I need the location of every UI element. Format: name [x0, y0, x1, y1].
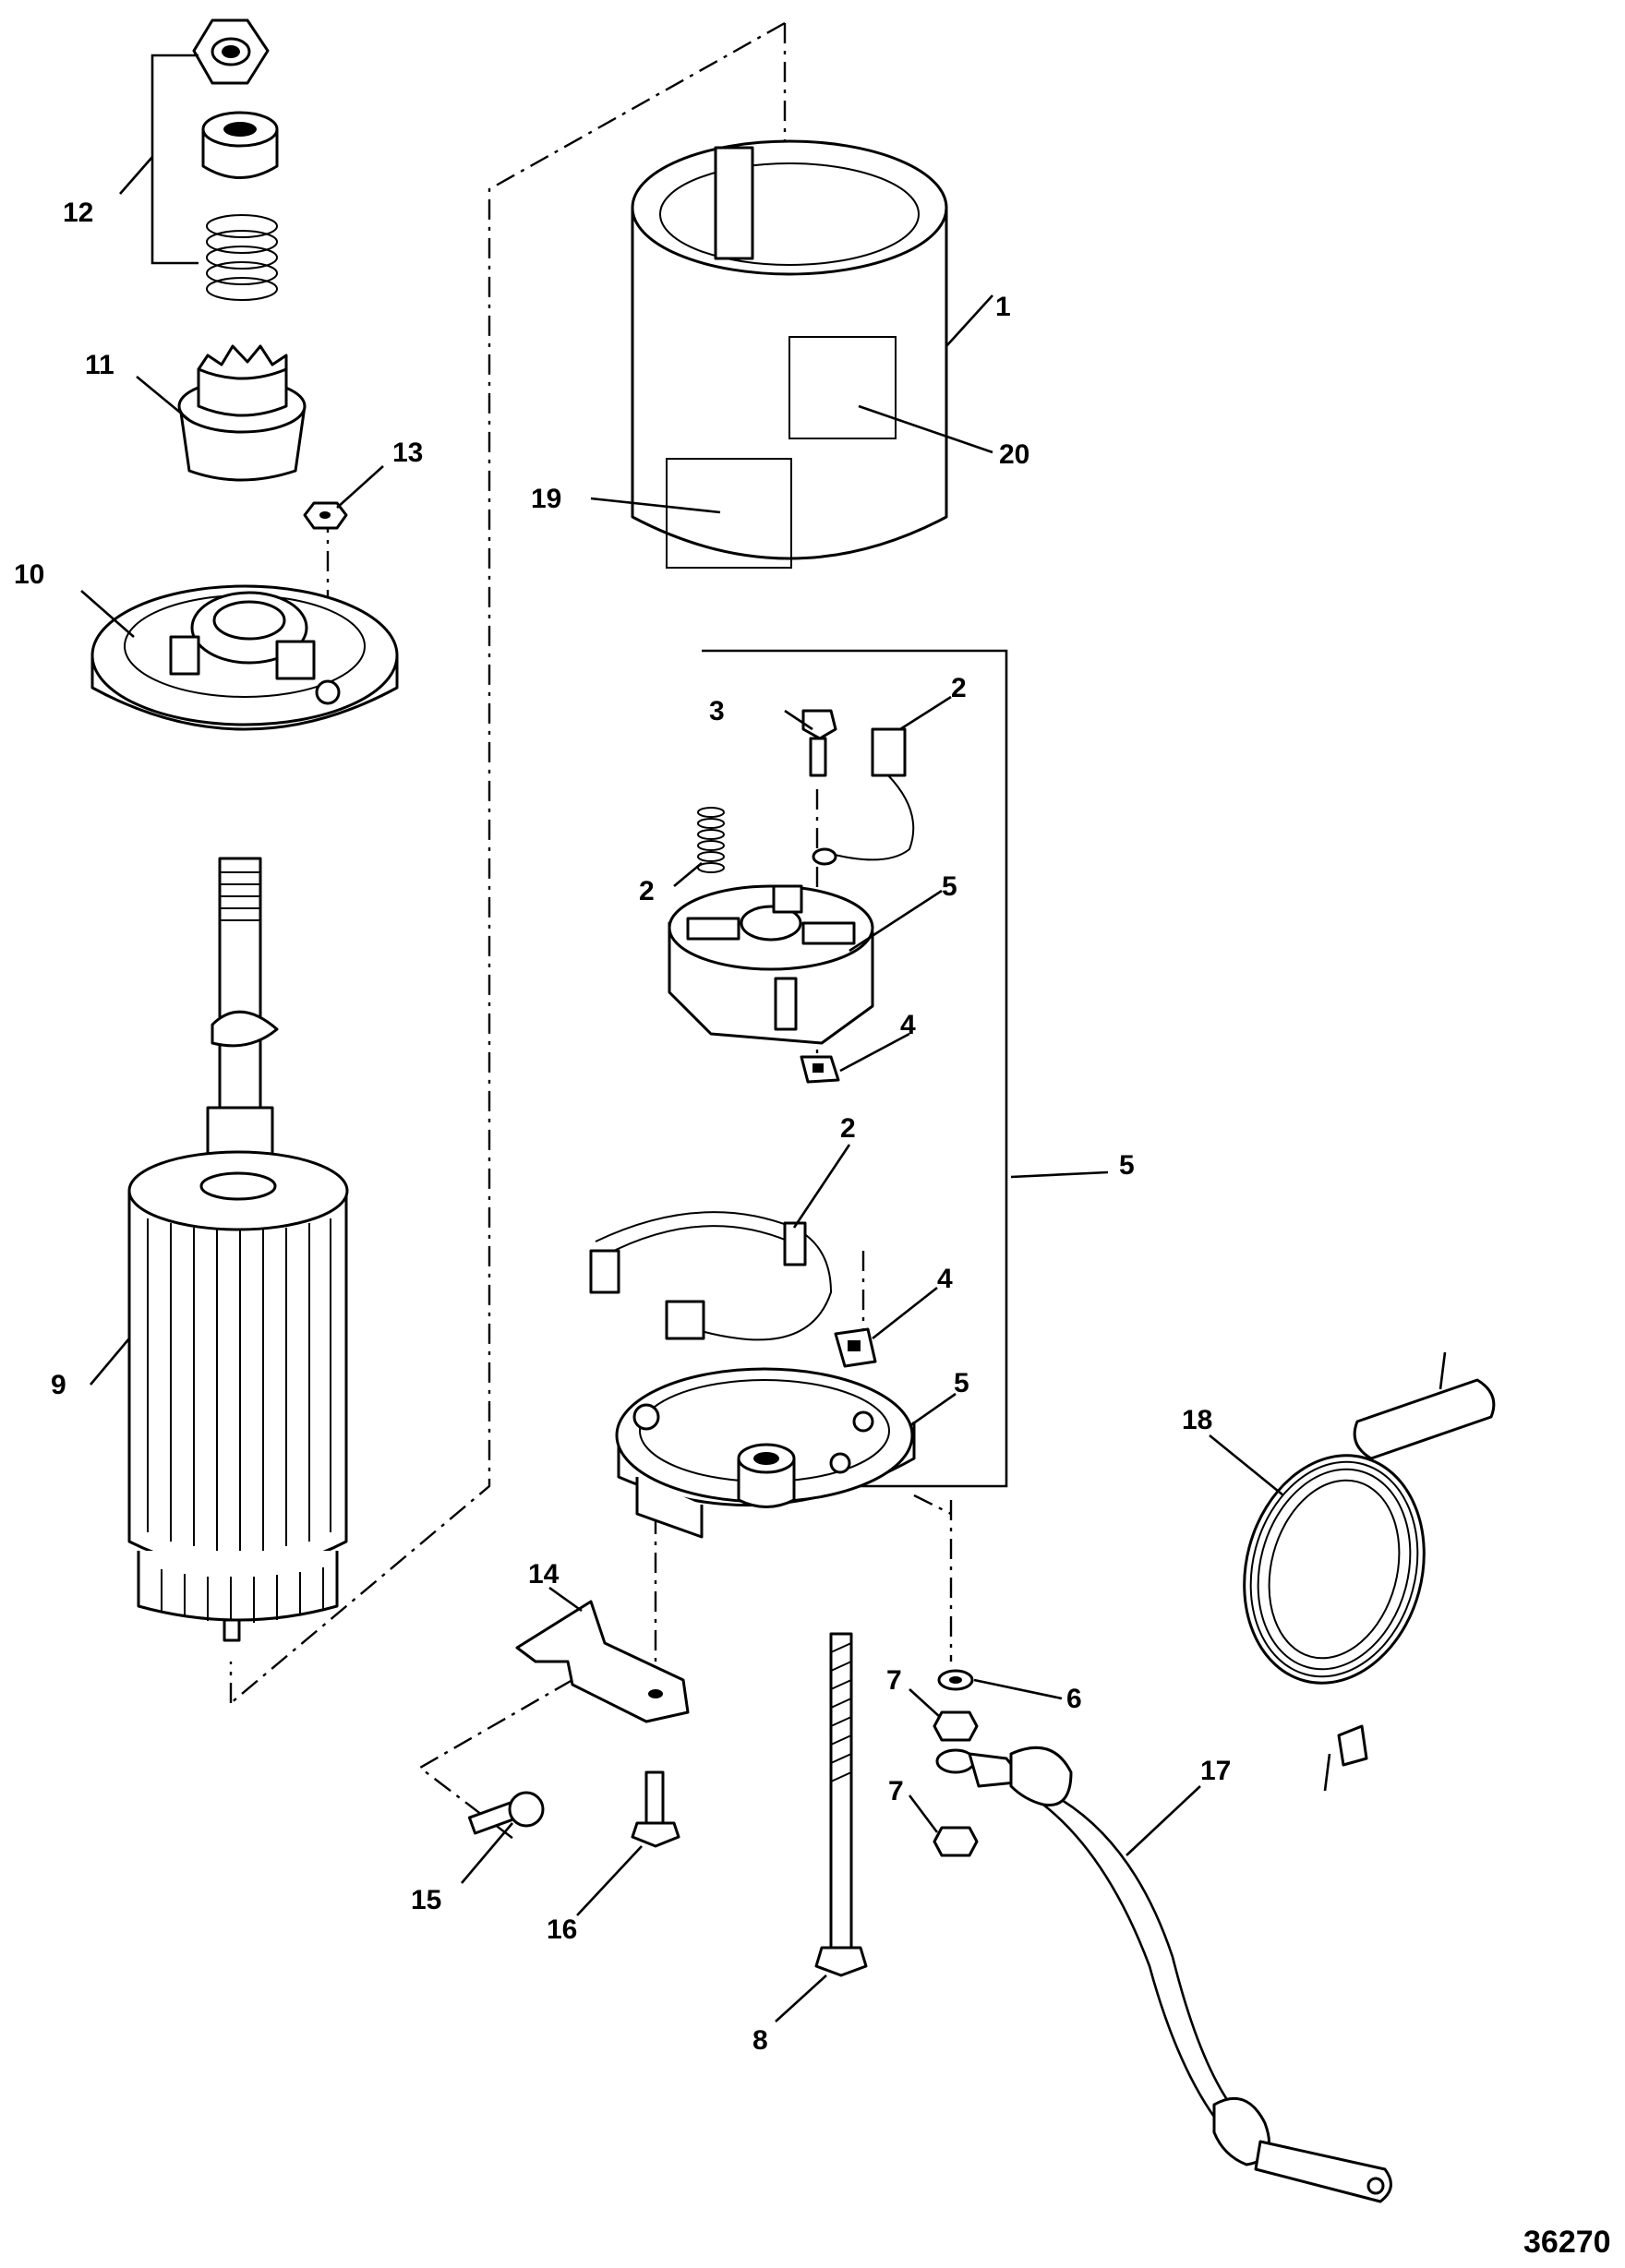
callout-1: 1 — [995, 292, 1011, 322]
end-head-part — [90, 584, 399, 731]
callout-2-spring: 2 — [639, 876, 655, 906]
callout-14: 14 — [528, 1559, 560, 1590]
callout-labels: 1 20 19 12 11 13 10 3 2 2 5 4 5 2 4 5 9 … — [14, 198, 1611, 2260]
callout-12: 12 — [63, 198, 93, 228]
callout-7-lower: 7 — [888, 1776, 904, 1806]
callout-11: 11 — [85, 350, 114, 380]
commutator-end-plate-part — [589, 1211, 916, 1539]
callout-19: 19 — [531, 484, 561, 514]
callout-2-lower: 2 — [840, 1113, 856, 1144]
callout-5-lower: 5 — [954, 1368, 969, 1398]
callout-2-upper-right: 2 — [951, 673, 967, 703]
small-nut-part — [303, 501, 348, 530]
washers-nuts-part — [933, 1669, 979, 1857]
mounting-bracket-part — [515, 1600, 690, 1723]
callout-18: 18 — [1182, 1405, 1212, 1435]
callout-6: 6 — [1066, 1684, 1082, 1714]
callout-4-lower: 4 — [937, 1264, 953, 1294]
screw-15-part — [467, 1791, 545, 1835]
callout-16: 16 — [547, 1914, 577, 1945]
figure-number: 36270 — [1523, 2225, 1611, 2260]
cable-lead-part — [935, 1746, 1392, 2203]
callout-9: 9 — [51, 1370, 66, 1400]
frame-housing-part — [631, 139, 948, 569]
callout-8: 8 — [752, 2025, 768, 2056]
nut-spacer-spring-part — [192, 18, 279, 301]
through-bolt-part — [814, 1632, 868, 1977]
callout-7-upper: 7 — [886, 1665, 902, 1696]
brush-holder-upper-part — [668, 709, 915, 1084]
callout-20: 20 — [999, 439, 1029, 470]
callout-5-upper: 5 — [942, 871, 957, 902]
callout-15: 15 — [411, 1885, 441, 1915]
leader-lines — [80, 54, 1284, 2022]
wiring-harness-part — [1243, 1351, 1496, 1792]
drive-pinion-part — [177, 344, 307, 482]
callout-4-upper: 4 — [900, 1010, 916, 1040]
callout-13: 13 — [392, 438, 423, 468]
callout-17: 17 — [1200, 1756, 1231, 1786]
callout-3: 3 — [709, 696, 725, 726]
item5-bracket — [702, 649, 1008, 1488]
callout-5-bracket: 5 — [1119, 1150, 1135, 1181]
armature-part — [127, 857, 349, 1642]
screw-16-part — [631, 1770, 680, 1848]
callout-10: 10 — [14, 559, 44, 590]
